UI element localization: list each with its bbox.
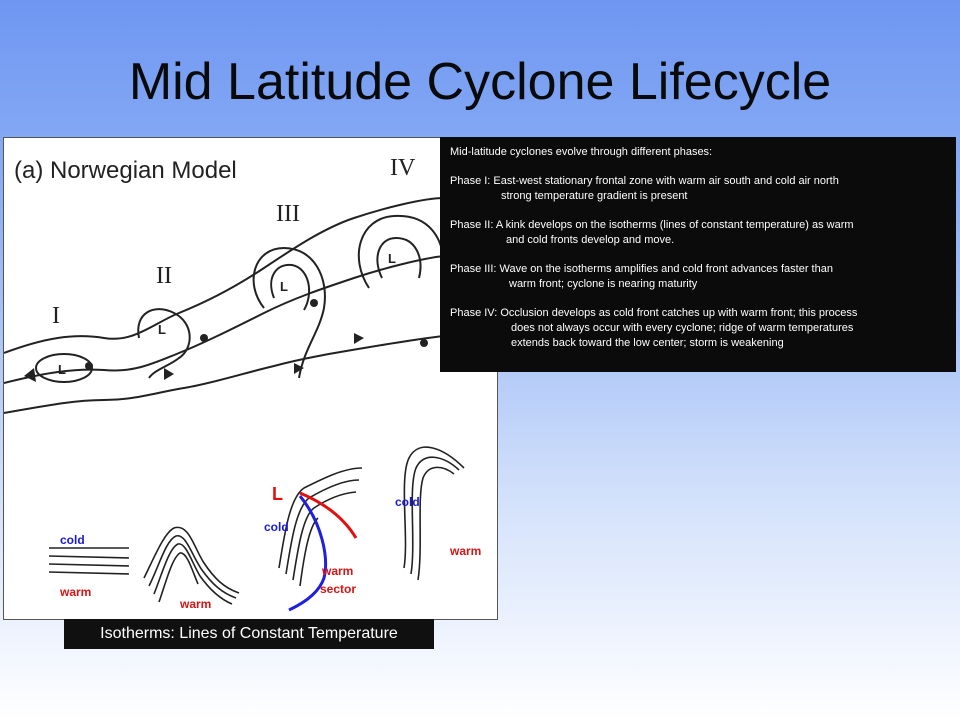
low-symbol-1: L: [58, 362, 66, 377]
label-cold-4: cold: [395, 495, 420, 509]
label-warm-4: warm: [449, 544, 481, 558]
slide-title: Mid Latitude Cyclone Lifecycle: [128, 53, 832, 111]
label-warm-sector-1: warm: [321, 564, 353, 578]
info-intro: Mid-latitude cyclones evolve through dif…: [450, 146, 713, 158]
norwegian-model-figure: (a) Norwegian Model I II III IV: [3, 137, 498, 620]
label-cold-3: cold: [264, 520, 289, 534]
low-symbol-sector: L: [272, 484, 283, 504]
phase-3-head: Phase III: Wave on the isotherms amplifi…: [450, 263, 833, 275]
phase-2-cont: and cold fronts develop and move.: [506, 234, 675, 246]
low-symbol-3: L: [280, 279, 288, 294]
phase-4-head: Phase IV: Occlusion develops as cold fro…: [450, 307, 858, 319]
label-warm-2: warm: [179, 597, 211, 611]
phase-4-cont2: extends back toward the low center; stor…: [511, 337, 784, 349]
warm-front-line: [299, 491, 358, 539]
cold-front-line: [288, 495, 328, 612]
phase-4-cont: does not always occur with every cyclone…: [511, 322, 854, 334]
stage-label-2: II: [156, 263, 172, 289]
norwegian-model-diagram: (a) Norwegian Model I II III IV: [4, 155, 481, 612]
figure-caption: Isotherms: Lines of Constant Temperature: [64, 619, 434, 649]
label-warm-1: warm: [59, 585, 91, 599]
top-isotherms: [4, 197, 445, 414]
phase-1-cont: strong temperature gradient is present: [501, 190, 688, 202]
phase-description-box: Mid-latitude cyclones evolve through dif…: [440, 137, 956, 372]
stage-label-1: I: [52, 303, 60, 329]
label-cold-1: cold: [60, 533, 85, 547]
bottom-isotherms: [48, 446, 465, 605]
low-symbol-4: L: [388, 251, 396, 266]
front-symbols: [24, 299, 428, 382]
phase-2-head: Phase II: A kink develops on the isother…: [450, 219, 854, 231]
phase-3-cont: warm front; cyclone is nearing maturity: [509, 278, 698, 290]
low-symbol-2: L: [158, 322, 166, 337]
label-warm-sector-2: sector: [320, 582, 356, 596]
stage-label-4: IV: [390, 155, 416, 181]
stage-label-3: III: [276, 201, 300, 227]
panel-label: (a) Norwegian Model: [14, 157, 237, 184]
phase-1-head: Phase I: East-west stationary frontal zo…: [450, 175, 839, 187]
